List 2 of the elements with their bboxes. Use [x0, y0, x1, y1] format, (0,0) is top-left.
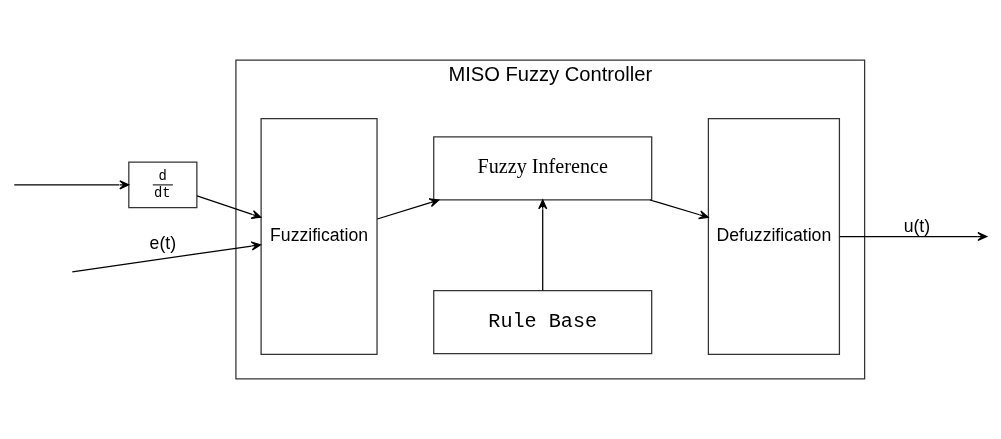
edge-label: u(t)	[903, 215, 931, 236]
edge-label: e(t)	[149, 233, 177, 254]
